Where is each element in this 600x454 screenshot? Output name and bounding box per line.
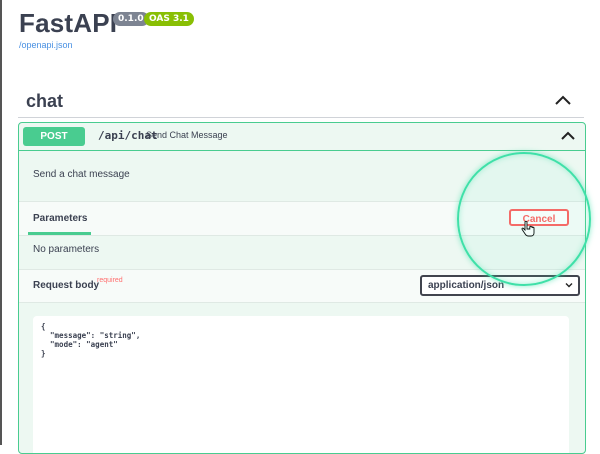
- required-tag: required: [97, 277, 123, 284]
- openapi-json-link[interactable]: /openapi.json: [19, 40, 73, 50]
- oas-badge: OAS 3.1: [144, 12, 194, 26]
- request-body-label: Request body: [33, 280, 100, 291]
- operation-summary[interactable]: POST /api/chat Send Chat Message: [19, 123, 585, 151]
- operation-summary-text: Send Chat Message: [146, 130, 228, 140]
- page-edge: [0, 0, 2, 445]
- code-line: {: [41, 322, 46, 331]
- cancel-button[interactable]: Cancel: [509, 209, 569, 226]
- parameters-header: Parameters Cancel: [19, 201, 585, 237]
- operation-description: Send a chat message: [33, 169, 130, 180]
- code-line: "mode": "agent": [41, 340, 118, 349]
- chevron-down-icon: [565, 283, 573, 288]
- tag-section-chat[interactable]: chat: [18, 87, 584, 118]
- operation-path: /api/chat: [98, 129, 158, 142]
- chevron-up-icon[interactable]: [559, 128, 577, 144]
- content-type-select[interactable]: application/json: [420, 275, 580, 296]
- code-line: }: [41, 349, 46, 358]
- page-title: FastAPI: [19, 8, 118, 38]
- content-type-value: application/json: [428, 280, 505, 291]
- request-body-editor[interactable]: { "message": "string", "mode": "agent" }: [33, 316, 569, 453]
- no-parameters-text: No parameters: [33, 244, 100, 255]
- tag-name: chat: [26, 91, 64, 111]
- tab-parameters[interactable]: Parameters: [33, 213, 88, 224]
- request-body-header: Request body required application/json: [19, 269, 585, 303]
- code-line: "message": "string",: [41, 331, 141, 340]
- chevron-up-icon[interactable]: [552, 92, 574, 110]
- version-badge: 0.1.0: [113, 12, 149, 26]
- operation-block-post-chat: POST /api/chat Send Chat Message Send a …: [18, 122, 586, 454]
- tab-underline: [28, 232, 91, 235]
- hand-cursor-icon: [521, 221, 535, 237]
- method-badge: POST: [23, 127, 85, 146]
